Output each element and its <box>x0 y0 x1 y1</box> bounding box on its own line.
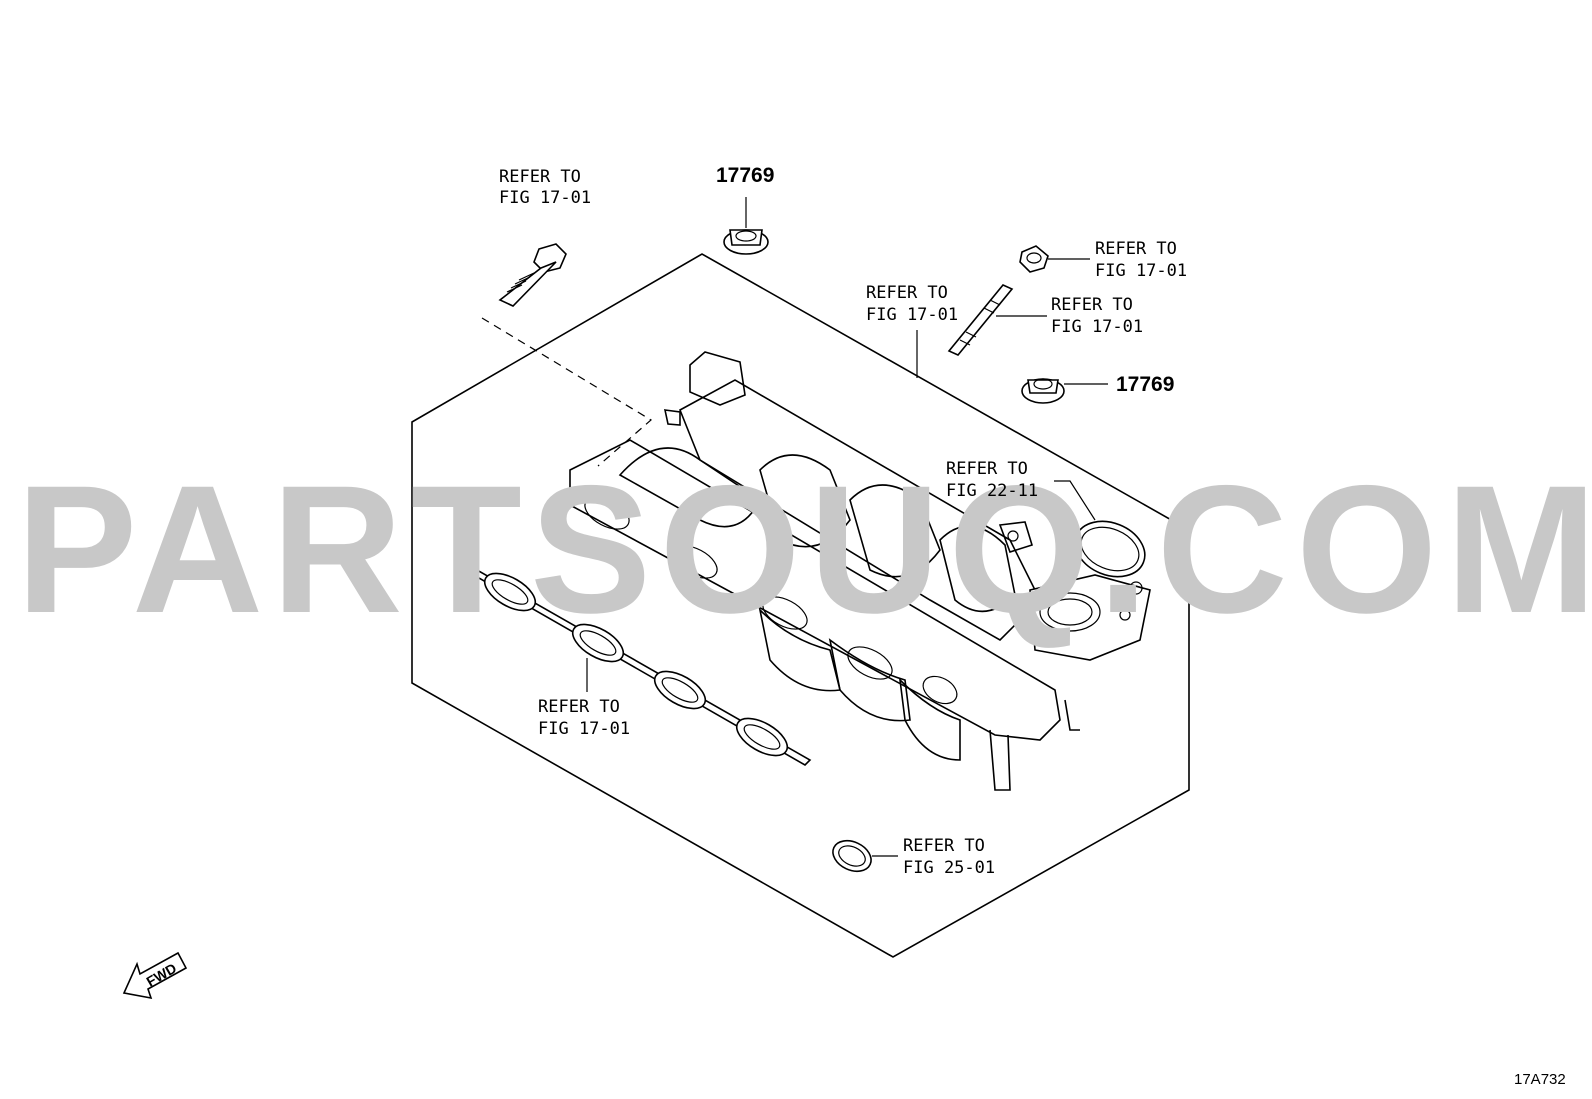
label-line: REFER TO <box>1051 295 1133 315</box>
label-o-ring: REFER TO FIG 25-01 <box>903 836 995 878</box>
bolt-icon[interactable] <box>498 243 567 307</box>
stud-icon[interactable] <box>947 284 1014 356</box>
label-line: FIG 17-01 <box>1095 261 1187 281</box>
label-line: REFER TO <box>499 167 581 187</box>
ring-gasket-leader <box>1054 480 1096 521</box>
label-line: FIG 17-01 <box>1051 317 1143 337</box>
label-line: REFER TO <box>903 836 985 856</box>
label-bolt-top-left: REFER TO FIG 17-01 <box>499 167 591 208</box>
label-line: FIG 17-01 <box>538 719 630 739</box>
label-manifold: REFER TO FIG 17-01 <box>866 283 958 325</box>
figure-code: 17A732 <box>1514 1071 1566 1088</box>
assembly-outline <box>411 253 1190 958</box>
label-line: REFER TO <box>866 283 948 303</box>
label-line: REFER TO <box>946 459 1028 479</box>
grommet-icon-right[interactable] <box>1021 378 1065 404</box>
label-line: FIG 22-11 <box>946 481 1038 501</box>
label-manifold-gasket: REFER TO FIG 17-01 <box>538 697 630 739</box>
label-line: FIG 17-01 <box>866 305 958 325</box>
watermark-text: PARTSOUQ.COM <box>16 447 1592 651</box>
label-stud-right: REFER TO FIG 17-01 <box>1051 295 1143 337</box>
label-ring-gasket: REFER TO FIG 22-11 <box>946 459 1038 501</box>
ring-gasket-icon[interactable] <box>1067 511 1153 586</box>
label-line: FIG 17-01 <box>499 188 591 208</box>
bolt-leader-dashed <box>481 317 653 467</box>
grommet-icon-top[interactable] <box>723 229 769 255</box>
label-nut-right: REFER TO FIG 17-01 <box>1095 239 1187 281</box>
label-line: REFER TO <box>1095 239 1177 259</box>
label-grommet-top: 17769 <box>716 164 774 187</box>
nut-icon[interactable] <box>1019 245 1049 273</box>
manifold-gasket[interactable] <box>463 565 812 766</box>
fwd-arrow-icon: FWD <box>122 951 188 1000</box>
label-line: REFER TO <box>538 697 620 717</box>
o-ring-icon[interactable] <box>828 835 876 877</box>
intake-manifold[interactable] <box>569 351 1151 791</box>
label-grommet-right: 17769 <box>1116 373 1174 396</box>
label-line: FIG 25-01 <box>903 858 995 878</box>
